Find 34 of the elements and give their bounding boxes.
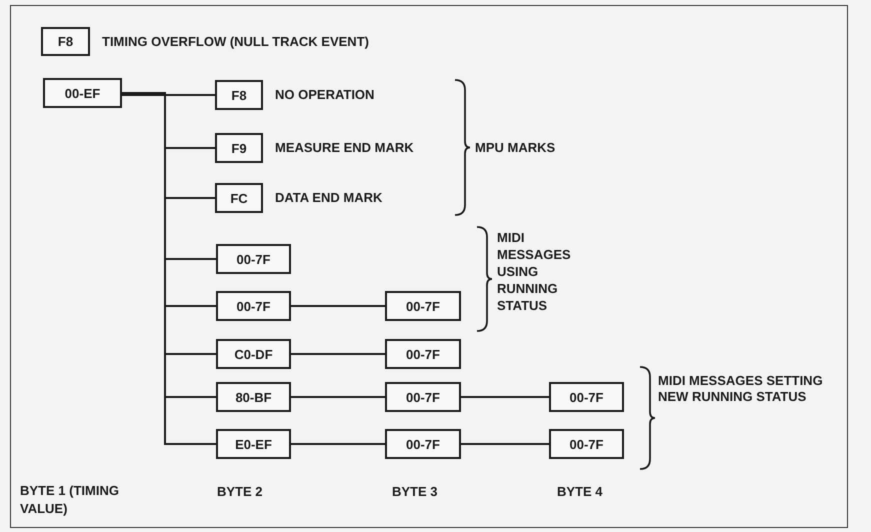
- group-label: MPU MARKS: [475, 140, 556, 156]
- byte-value-box: E0-EF: [216, 429, 291, 459]
- connector-line: [291, 396, 385, 398]
- group-label: MIDI MESSAGES SETTING NEW RUNNING STATUS: [658, 373, 824, 405]
- description-text: DATA END MARK: [275, 190, 382, 206]
- column-label: BYTE 1 (TIMING VALUE): [20, 482, 120, 518]
- description-text: MEASURE END MARK: [275, 140, 414, 156]
- byte-value-box: 00-7F: [216, 291, 291, 321]
- byte-value-box: 00-7F: [385, 382, 461, 412]
- description-text: TIMING OVERFLOW (NULL TRACK EVENT): [102, 34, 369, 50]
- byte-value-box: F8: [41, 27, 90, 56]
- connector-line: [291, 443, 385, 445]
- byte-value-box: 80-BF: [216, 382, 291, 412]
- connector-line: [291, 305, 385, 307]
- byte-value-box: 00-7F: [385, 339, 461, 369]
- byte-value-box: 00-7F: [216, 244, 291, 274]
- description-text: NO OPERATION: [275, 87, 374, 103]
- column-label: BYTE 3: [392, 484, 438, 500]
- connector-line: [291, 353, 385, 355]
- byte-value-box: FC: [215, 183, 263, 213]
- connector-line: [461, 443, 549, 445]
- byte-value-box: F9: [215, 133, 263, 163]
- byte-value-box: 00-7F: [385, 291, 461, 321]
- byte-value-box: F8: [215, 80, 263, 110]
- byte-value-box: 00-7F: [549, 429, 624, 459]
- connector-line: [461, 396, 549, 398]
- byte-value-box: 00-EF: [43, 78, 122, 108]
- connector-line: [122, 94, 215, 96]
- group-label: MIDI MESSAGES USING RUNNING STATUS: [497, 229, 572, 314]
- byte-value-box: 00-7F: [549, 382, 624, 412]
- column-label: BYTE 2: [217, 484, 263, 500]
- byte-value-box: 00-7F: [385, 429, 461, 459]
- column-label: BYTE 4: [557, 484, 603, 500]
- byte-value-box: C0-DF: [216, 339, 291, 369]
